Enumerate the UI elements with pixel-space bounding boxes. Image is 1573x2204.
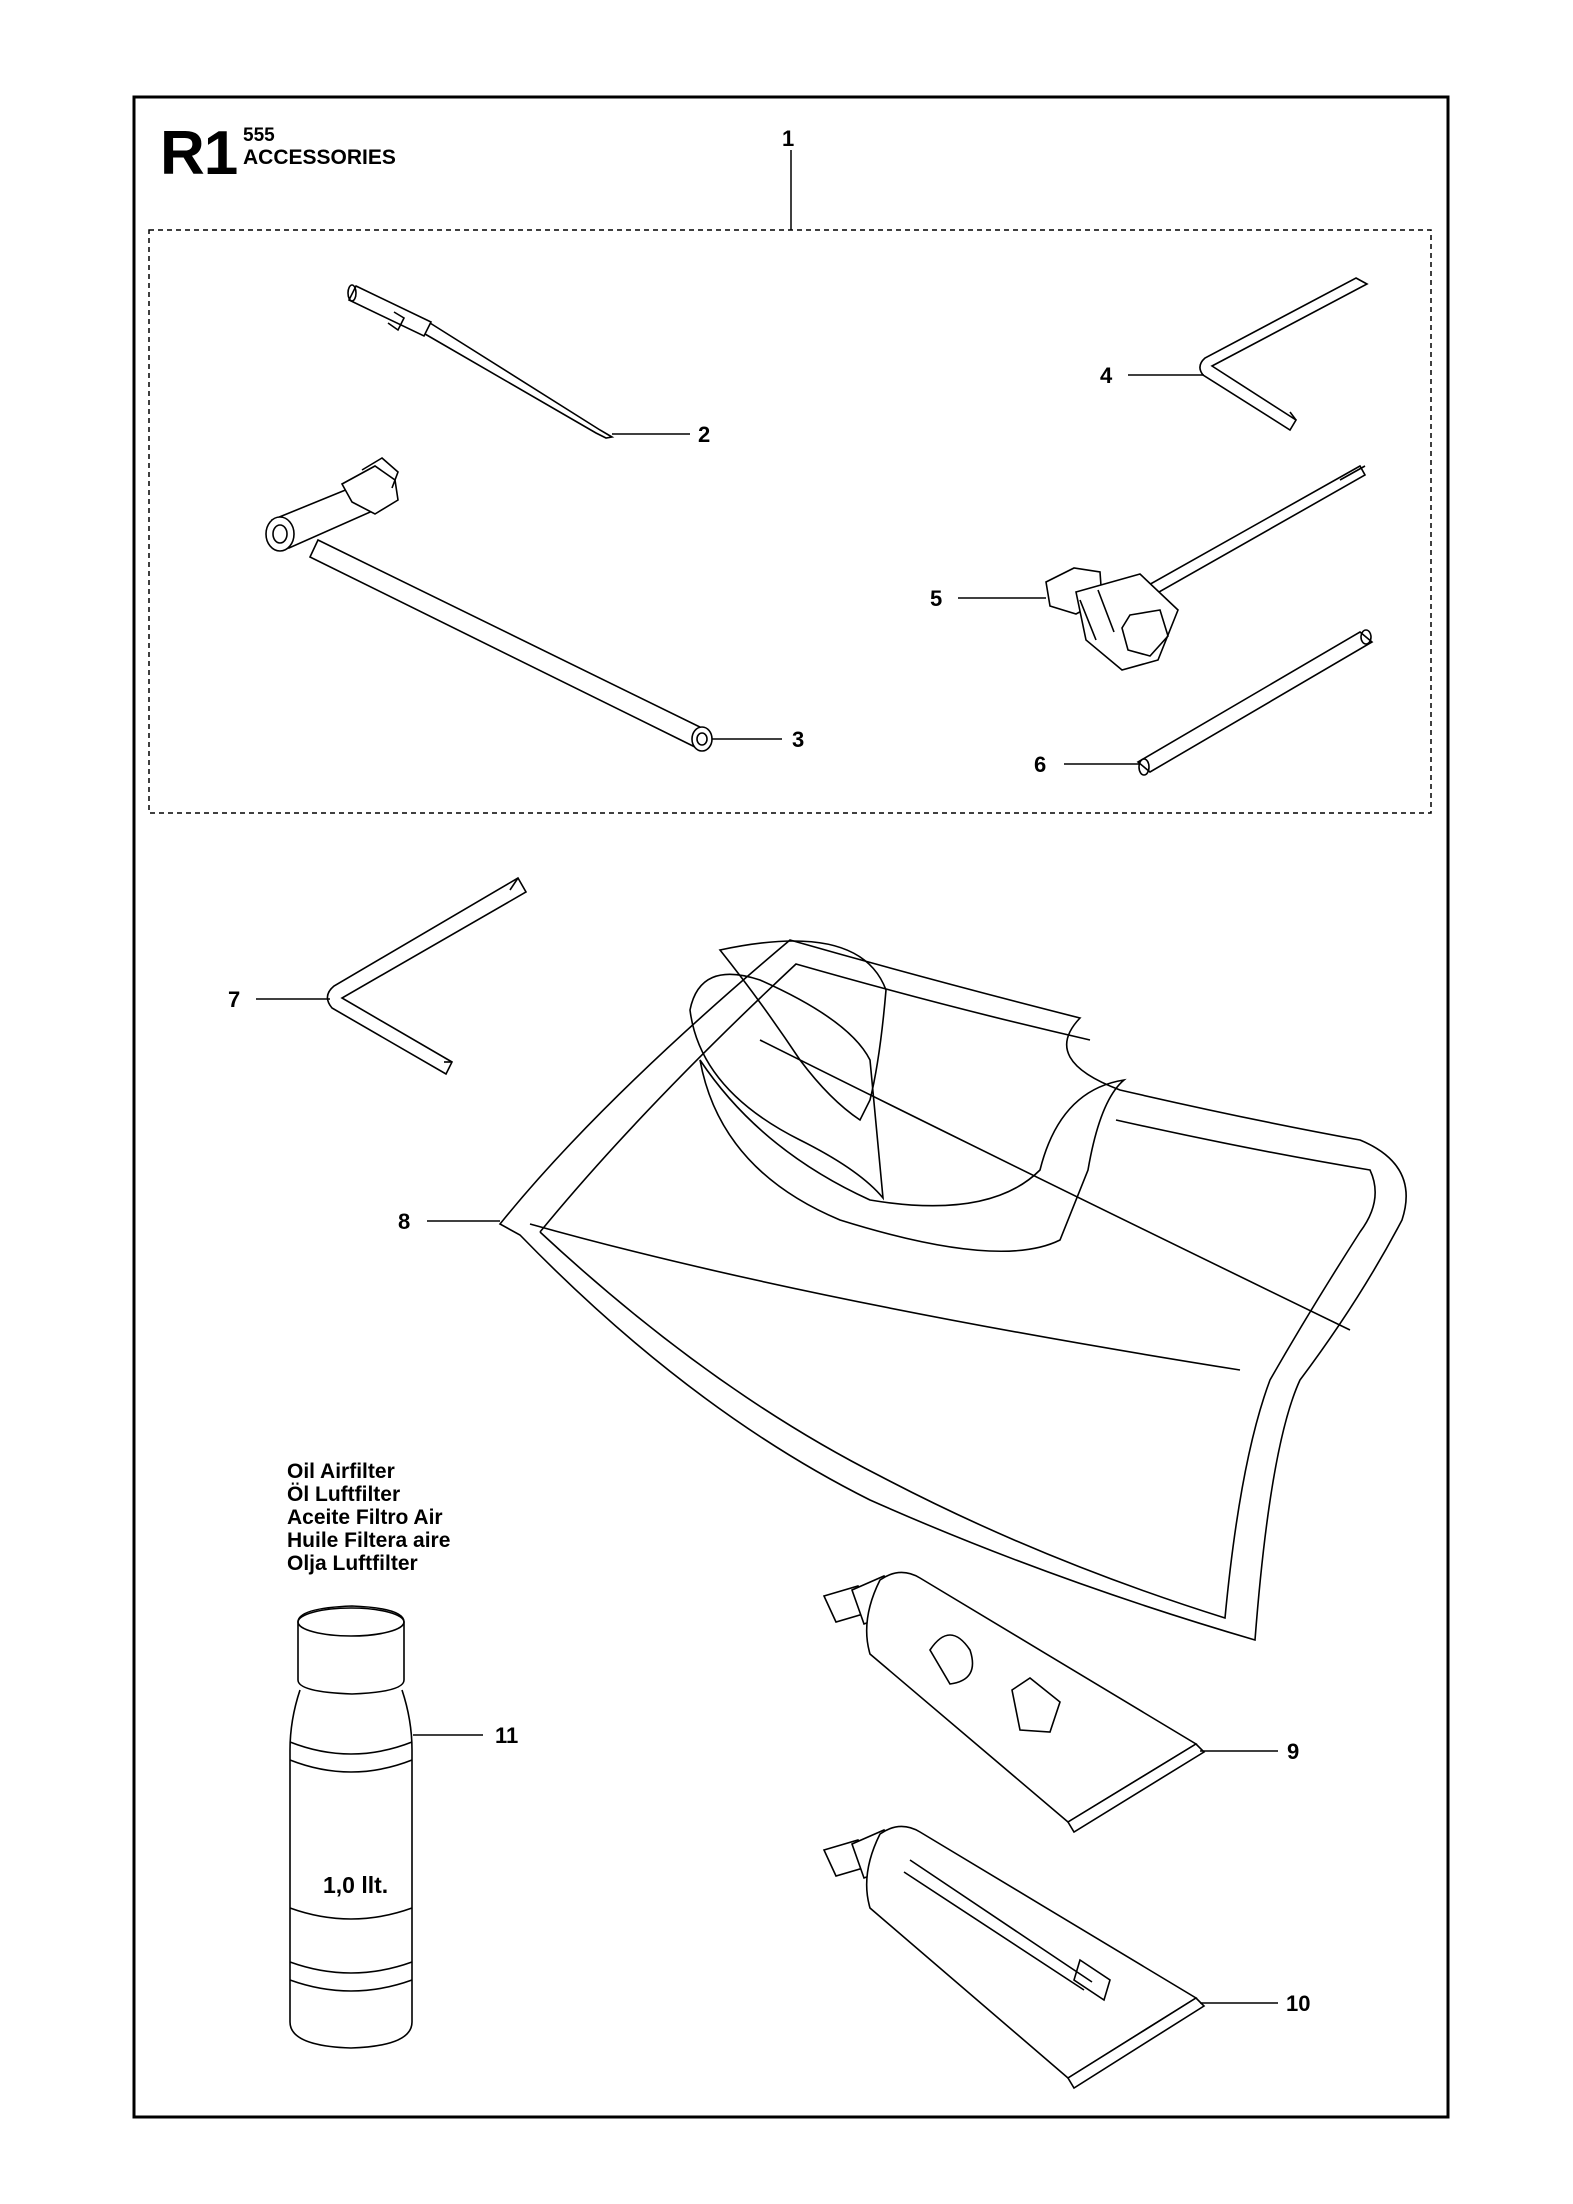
callout-11: 11 [495, 1723, 518, 1748]
callout-2: 2 [698, 422, 710, 447]
oil-label: Oil Airfilter Öl Luftfilter Aceite Filtr… [287, 1460, 450, 1575]
oil-label-line: Oil Airfilter [287, 1460, 395, 1483]
callout-1: 1 [782, 126, 794, 151]
spark-plug-wrench-icon [1045, 464, 1367, 671]
callout-8: 8 [398, 1209, 410, 1234]
page-title: ACCESSORIES [243, 146, 396, 169]
screwdriver-small-icon [347, 284, 615, 439]
oil-label-line: Huile Filtera aire [287, 1529, 451, 1552]
oil-label-line: Aceite Filtro Air [287, 1506, 443, 1529]
hex-key-small-icon [1199, 277, 1369, 432]
callout-4: 4 [1100, 363, 1113, 388]
grease-tube-2-icon [822, 1825, 1206, 2090]
grease-tube-1-icon [822, 1571, 1206, 1834]
page-code: R1 [160, 119, 238, 188]
kit-group-box [148, 229, 1432, 814]
model-number: 555 [243, 125, 275, 146]
callout-10: 10 [1286, 1991, 1310, 2016]
callout-3: 3 [792, 727, 804, 752]
pin-icon [1136, 629, 1374, 776]
oil-bottle-icon [289, 1605, 413, 2049]
oil-label-line: Olja Luftfilter [287, 1552, 418, 1575]
hex-key-large-icon [326, 876, 528, 1076]
page-frame [132, 95, 1450, 2119]
bottle-volume: 1,0 llt. [323, 1872, 389, 1898]
callout-7: 7 [228, 987, 240, 1012]
callout-9: 9 [1287, 1739, 1299, 1764]
t-wrench-icon [265, 457, 713, 752]
callout-6: 6 [1034, 752, 1046, 777]
protective-bag-icon [498, 939, 1407, 1642]
callout-5: 5 [930, 586, 942, 611]
oil-label-line: Öl Luftfilter [287, 1483, 401, 1506]
